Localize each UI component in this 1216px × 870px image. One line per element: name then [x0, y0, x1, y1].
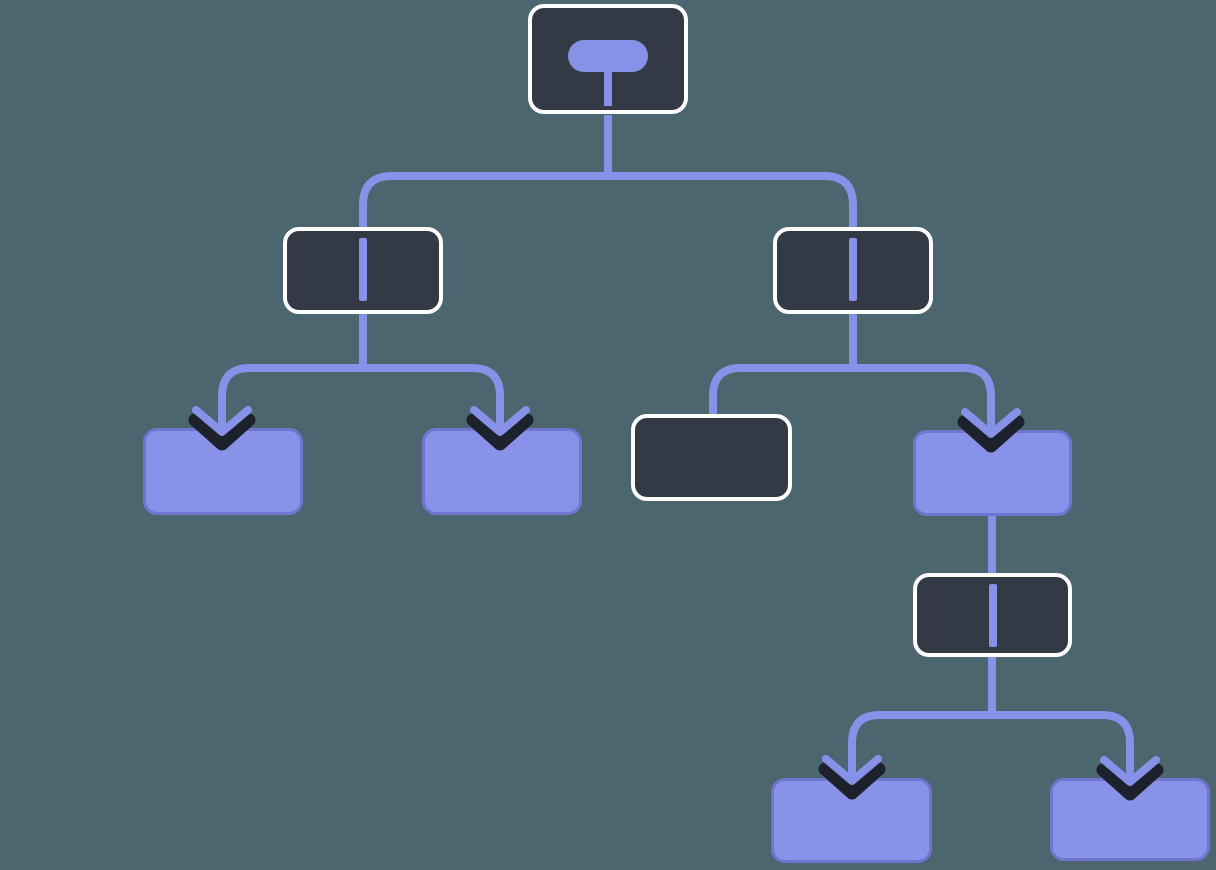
- chevron-down-icon-purple: [470, 406, 530, 436]
- root-node: [528, 4, 688, 114]
- dark-leaf-node: [631, 414, 792, 501]
- chevron-down-icon-black: [188, 413, 256, 451]
- connector-root-split: [359, 172, 857, 229]
- chevron-down-icon-black: [466, 413, 534, 451]
- branch-node-right: [773, 227, 933, 314]
- vertical-line-icon: [988, 584, 997, 647]
- connector-left-split: [218, 364, 504, 416]
- connector-bottom-split: [848, 711, 1134, 765]
- chevron-down-icon-purple: [1100, 756, 1160, 786]
- vertical-line-icon: [359, 238, 367, 301]
- chevron-down-icon-purple: [822, 755, 882, 785]
- chevron-down-icon-purple: [961, 408, 1021, 438]
- branch-node-left: [283, 227, 443, 314]
- chevron-down-icon-black: [818, 762, 886, 800]
- connector-right-split: [709, 364, 995, 418]
- chevron-down-icon-black: [1096, 763, 1164, 801]
- pill-shape-icon: [568, 40, 648, 72]
- branch-node-bottom: [913, 573, 1072, 657]
- vertical-line-icon: [849, 238, 857, 301]
- chevron-down-icon-black: [957, 415, 1025, 453]
- pill-stem-line: [604, 70, 612, 106]
- chevron-down-icon-purple: [192, 406, 252, 436]
